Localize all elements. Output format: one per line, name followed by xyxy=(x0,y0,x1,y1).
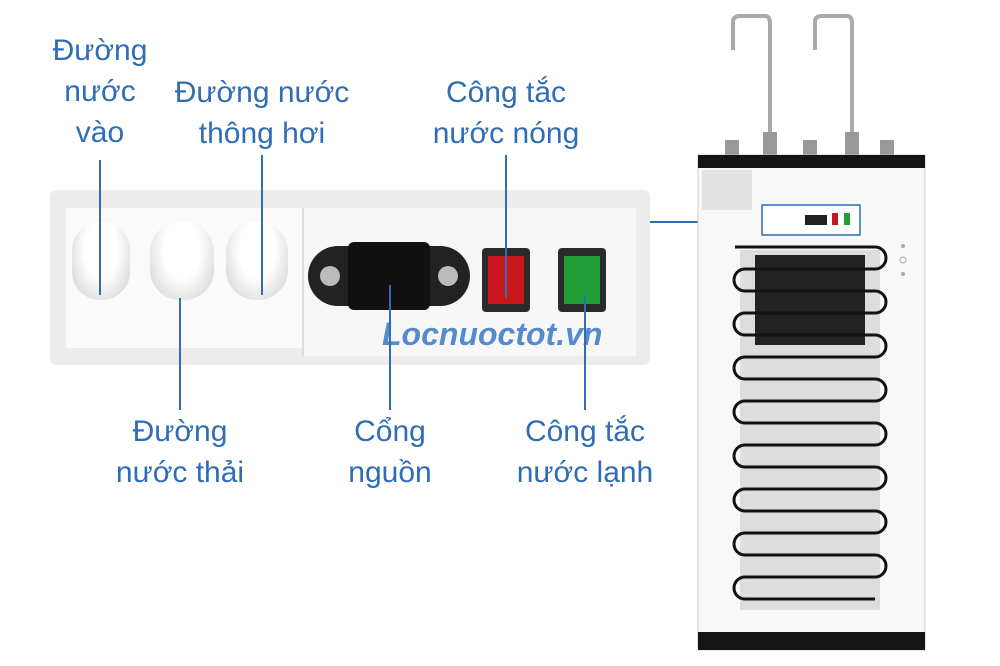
leader-vent xyxy=(261,155,263,295)
leader-hot xyxy=(505,155,507,298)
water-purifier-rear xyxy=(697,14,926,651)
watermark: Locnuoctot.vn xyxy=(382,316,603,352)
leader-inlet xyxy=(99,160,101,295)
vent-fitting xyxy=(226,222,288,300)
drain-fitting xyxy=(150,222,214,300)
leader-drain xyxy=(179,298,181,410)
inlet-fitting xyxy=(72,222,130,300)
leader-cold xyxy=(584,295,586,410)
leader-power xyxy=(389,285,391,410)
cold-water-switch xyxy=(558,248,606,312)
